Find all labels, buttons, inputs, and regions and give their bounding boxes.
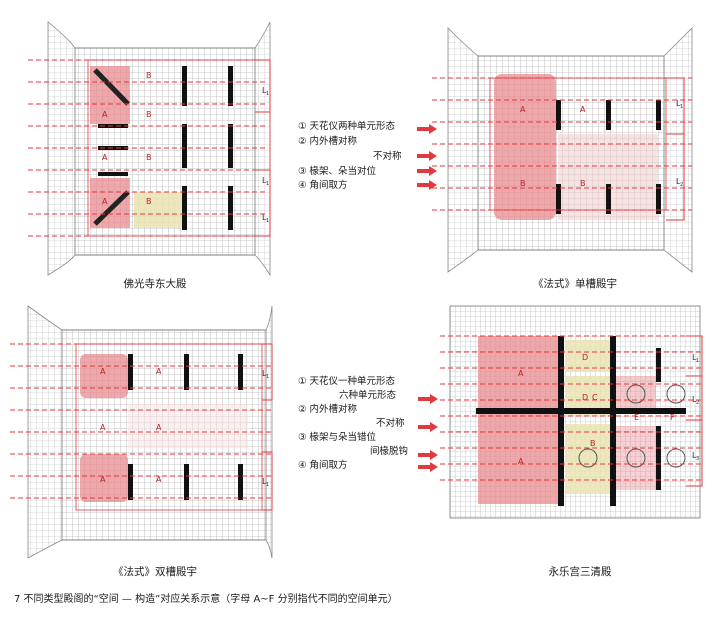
- svg-text:L: L: [692, 451, 697, 460]
- unit-letter-a: A: [102, 110, 108, 119]
- zone-b: [134, 192, 182, 228]
- svg-text:2: 2: [680, 182, 683, 188]
- svg-text:3: 3: [696, 456, 699, 462]
- note-top-2b: 不对称: [373, 151, 402, 162]
- svg-text:A: A: [156, 475, 162, 484]
- svg-text:L: L: [262, 369, 267, 378]
- svg-text:A: A: [100, 423, 106, 432]
- svg-text:A: A: [102, 197, 108, 206]
- zone-a: [90, 66, 130, 124]
- arrow-icon: [418, 394, 438, 404]
- svg-text:B: B: [520, 179, 526, 188]
- note-bottom-3b: 间椽脱钩: [370, 446, 409, 457]
- svg-text:L: L: [676, 99, 681, 108]
- note-bottom-1: ① 天花仪一种单元形态: [298, 376, 396, 387]
- svg-text:L: L: [676, 177, 681, 186]
- svg-text:E: E: [634, 413, 639, 422]
- svg-text:A: A: [580, 105, 586, 114]
- svg-text:1: 1: [696, 358, 699, 364]
- arrow-icon: [417, 151, 437, 161]
- note-top-3: ③ 椽架、朵当对位: [298, 166, 377, 177]
- svg-text:L: L: [262, 213, 267, 222]
- svg-text:1: 1: [266, 91, 269, 97]
- svg-text:A: A: [100, 367, 106, 376]
- note-bottom-2b: 不对称: [376, 418, 405, 429]
- title-yonglegong: 永乐宫三清殿: [548, 566, 612, 578]
- svg-text:A: A: [156, 423, 162, 432]
- arrow-icon: [418, 422, 438, 432]
- arrow-icon: [418, 450, 438, 460]
- note-bottom-1b: 六种单元形态: [339, 390, 397, 401]
- figure-caption: 7 不同类型殿阁的“空间 — 构造”对应关系示意（字母 A~F 分别指代不同的空…: [14, 594, 398, 605]
- svg-text:A: A: [520, 105, 526, 114]
- title-fashi-dan: 《法式》单槽殿宇: [533, 278, 617, 290]
- svg-text:L: L: [262, 176, 267, 185]
- note-bottom-3: ③ 椽架与朵当错位: [298, 432, 377, 443]
- svg-text:A: A: [100, 475, 106, 484]
- note-top-1: ① 天花仪两种单元形态: [298, 121, 396, 132]
- svg-text:1: 1: [266, 482, 269, 488]
- svg-text:C: C: [592, 393, 598, 402]
- panel-yonglegong: L 1 L 2 L 3 A D D C A B E F 永乐宫三清殿: [440, 296, 719, 586]
- panel-foguangsi: L 1 L 1 L 1 B A B A B A B 佛光寺东大殿: [0, 0, 290, 300]
- title-foguangsi: 佛光寺东大殿: [123, 278, 187, 290]
- title-fashi-shuang: 《法式》双槽殿宇: [113, 566, 197, 578]
- plan-yonglegong: L 1 L 2 L 3 A D D C A B E F: [440, 305, 703, 519]
- svg-text:B: B: [146, 197, 152, 206]
- plan-fashi-shuang: L 1 L 1 A A A A A A: [10, 305, 273, 559]
- svg-text:1: 1: [266, 374, 269, 380]
- svg-text:B: B: [146, 153, 152, 162]
- panel-fashi-dan: L 1 L 2 A A B B 《法式》单槽殿宇: [430, 0, 719, 300]
- arrow-icon: [418, 462, 438, 472]
- plan-fashi-dan: L 1 L 2 A A B B: [432, 27, 693, 273]
- svg-text:B: B: [146, 110, 152, 119]
- svg-text:L: L: [692, 395, 697, 404]
- svg-text:D: D: [582, 393, 588, 402]
- svg-text:L: L: [262, 477, 267, 486]
- svg-text:F: F: [670, 413, 675, 422]
- arrow-icon: [417, 124, 437, 134]
- svg-text:B: B: [580, 179, 586, 188]
- note-top-4: ④ 角间取方: [298, 180, 348, 191]
- svg-text:L: L: [692, 353, 697, 362]
- arrow-icon: [417, 180, 437, 190]
- svg-text:1: 1: [266, 181, 269, 187]
- note-bottom-2: ② 内外槽对称: [298, 404, 358, 415]
- plan-foguangsi: L 1 L 1 L 1 B A B A B A B: [28, 21, 271, 277]
- note-top-2: ② 内外槽对称: [298, 136, 358, 147]
- svg-text:1: 1: [266, 218, 269, 224]
- note-bottom-4: ④ 角间取方: [298, 460, 348, 471]
- arrow-icon: [417, 166, 437, 176]
- svg-text:A: A: [102, 153, 108, 162]
- level-label-l1: L: [262, 86, 267, 95]
- svg-text:A: A: [518, 457, 524, 466]
- unit-letter-b: B: [146, 71, 152, 80]
- svg-text:B: B: [590, 439, 596, 448]
- svg-text:A: A: [156, 367, 162, 376]
- svg-text:1: 1: [680, 104, 683, 110]
- svg-text:D: D: [582, 353, 588, 362]
- svg-text:2: 2: [696, 400, 699, 406]
- panel-fashi-shuang: L 1 L 1 A A A A A A 《法式》双槽殿宇: [0, 296, 290, 586]
- svg-text:A: A: [518, 369, 524, 378]
